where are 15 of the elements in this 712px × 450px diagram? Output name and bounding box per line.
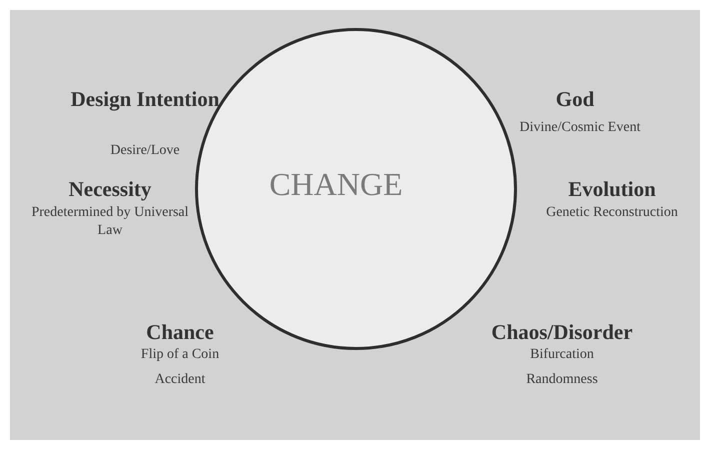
- category-description: Flip of a Coin: [140, 346, 220, 364]
- category-description: Desire/Love: [109, 142, 181, 160]
- category-description: Randomness: [525, 371, 599, 389]
- category-heading: Chance: [145, 320, 215, 345]
- category-description: Genetic Reconstruction: [545, 204, 679, 222]
- category-description: Predetermined by Universal Law: [30, 204, 190, 240]
- category-heading: Necessity: [68, 177, 152, 202]
- category-heading: Design Intention: [70, 87, 220, 112]
- category-heading: Chaos/Disorder: [490, 320, 634, 345]
- center-label: CHANGE: [269, 166, 403, 202]
- category-heading: Evolution: [567, 177, 657, 202]
- category-heading: God: [554, 87, 596, 112]
- category-description: Accident: [154, 371, 206, 389]
- category-description: Bifurcation: [529, 346, 595, 364]
- category-description: Divine/Cosmic Event: [518, 119, 642, 137]
